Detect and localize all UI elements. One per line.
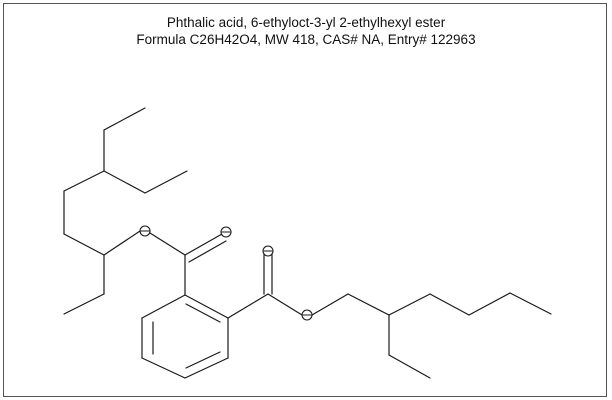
benzene-ring bbox=[141, 294, 229, 379]
oxygen-right-ester bbox=[301, 309, 313, 321]
structure-frame bbox=[3, 3, 607, 397]
compound-formula-line: Formula C26H42O4, MW 418, CAS# NA, Entry… bbox=[136, 32, 476, 47]
ethyloctyl-chain bbox=[63, 107, 188, 315]
oxygen-left-carbonyl bbox=[220, 226, 232, 238]
compound-header: Phthalic acid, 6-ethyloct-3-yl 2-ethylhe… bbox=[0, 14, 612, 48]
left-ester-group bbox=[103, 230, 227, 296]
right-ester-group bbox=[227, 254, 349, 319]
oxygen-right-carbonyl bbox=[262, 245, 274, 257]
compound-name: Phthalic acid, 6-ethyloct-3-yl 2-ethylhe… bbox=[166, 15, 446, 30]
oxygen-left-ester bbox=[139, 225, 151, 237]
ethylhexyl-chain bbox=[347, 292, 552, 379]
